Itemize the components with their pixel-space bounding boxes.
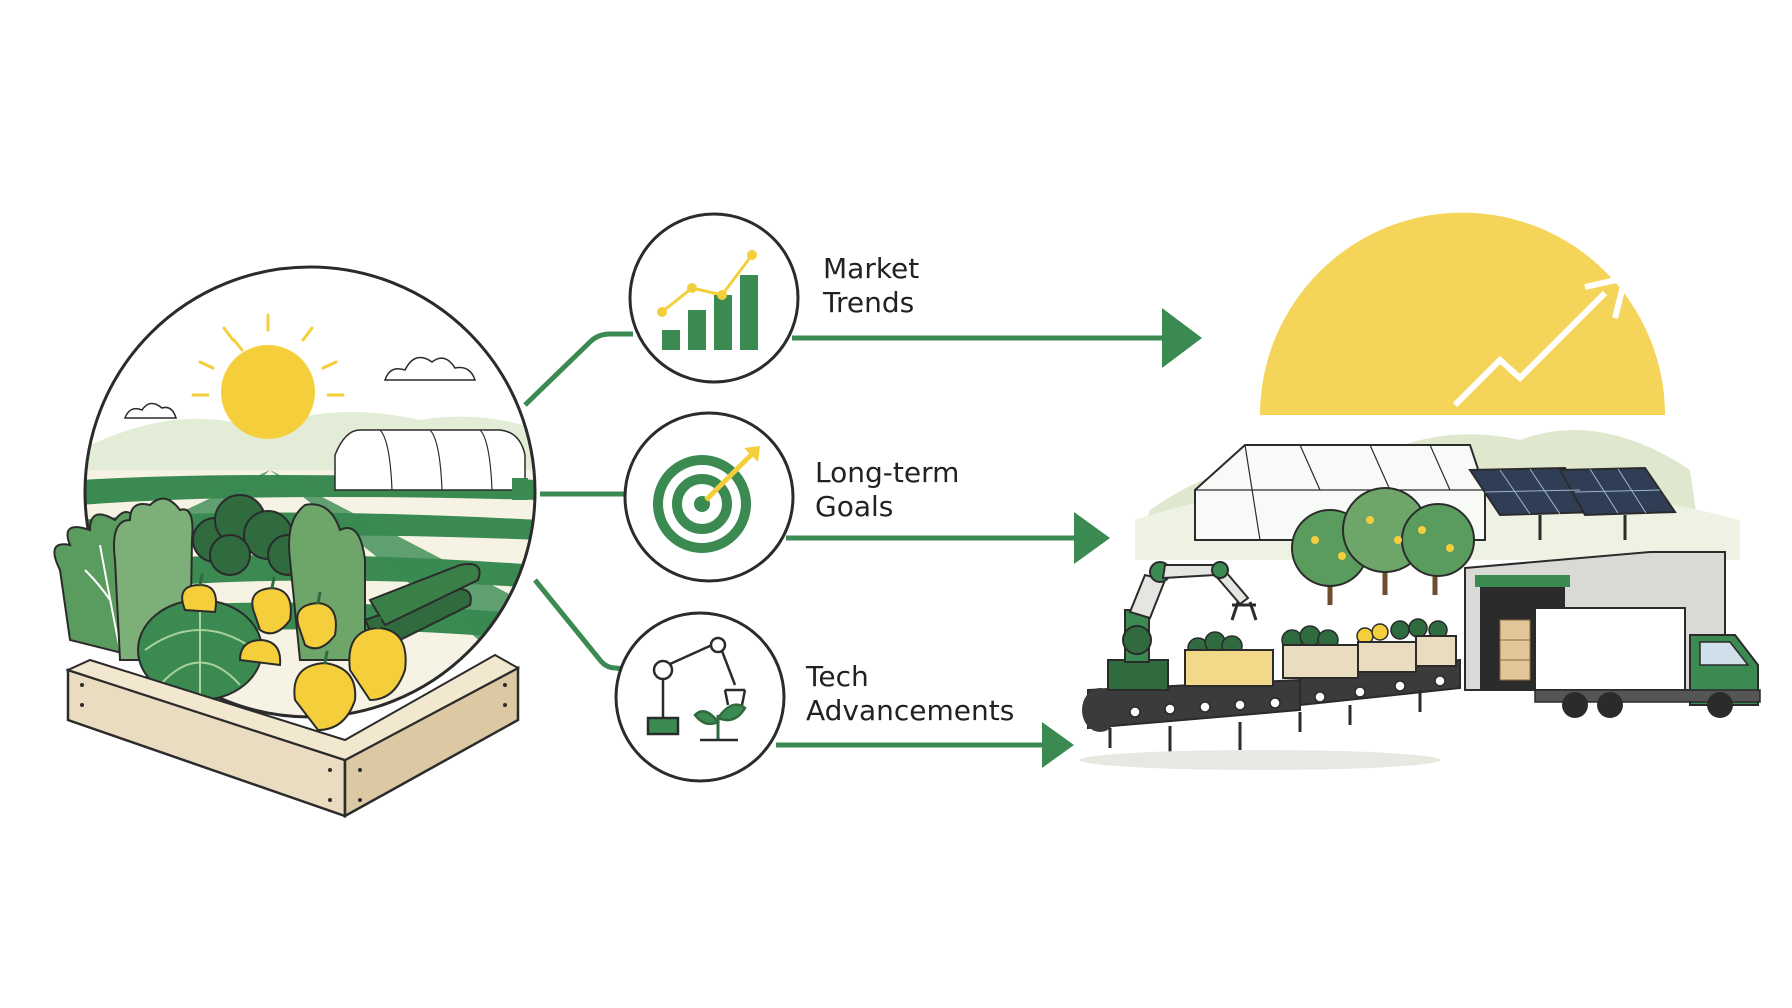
vegetables-illustration	[53, 494, 481, 732]
produce-crates-icon	[1184, 618, 1457, 687]
long-term-goals-node	[623, 411, 795, 583]
tech-advancements-label-line1: Tech	[806, 660, 869, 693]
market-trends-label: Market Trends	[823, 252, 919, 320]
wooden-crate-illustration	[65, 653, 521, 819]
arrowheads	[1042, 308, 1202, 768]
automated-farm-illustration	[1080, 212, 1761, 770]
market-trends-label-line1: Market	[823, 252, 920, 285]
connector-lines	[523, 331, 1170, 748]
solar-panels-icon	[1468, 466, 1677, 540]
robotic-arm-icon	[1107, 561, 1258, 691]
long-term-goals-label: Long-term Goals	[815, 456, 959, 524]
robot-arm-sprout-icon	[646, 636, 747, 742]
tech-advancements-label-line2: Advancements	[806, 694, 1015, 727]
target-arrow-icon	[653, 446, 760, 553]
arrow-head-market	[1162, 308, 1202, 368]
delivery-truck-icon	[1534, 607, 1761, 718]
long-term-goals-label-line2: Goals	[815, 490, 894, 523]
fruit-trees-icon	[1291, 487, 1475, 605]
tech-advancements-label: Tech Advancements	[806, 660, 1014, 728]
arrow-head-tech	[1042, 722, 1074, 768]
long-term-goals-label-line1: Long-term	[815, 456, 960, 489]
arrow-head-goals	[1074, 512, 1110, 564]
bar-chart-trend-icon	[657, 250, 758, 350]
tech-advancements-node	[614, 611, 786, 783]
market-trends-label-line2: Trends	[823, 286, 915, 319]
growth-arrow-icon	[1452, 274, 1630, 408]
market-trends-node	[628, 212, 800, 384]
